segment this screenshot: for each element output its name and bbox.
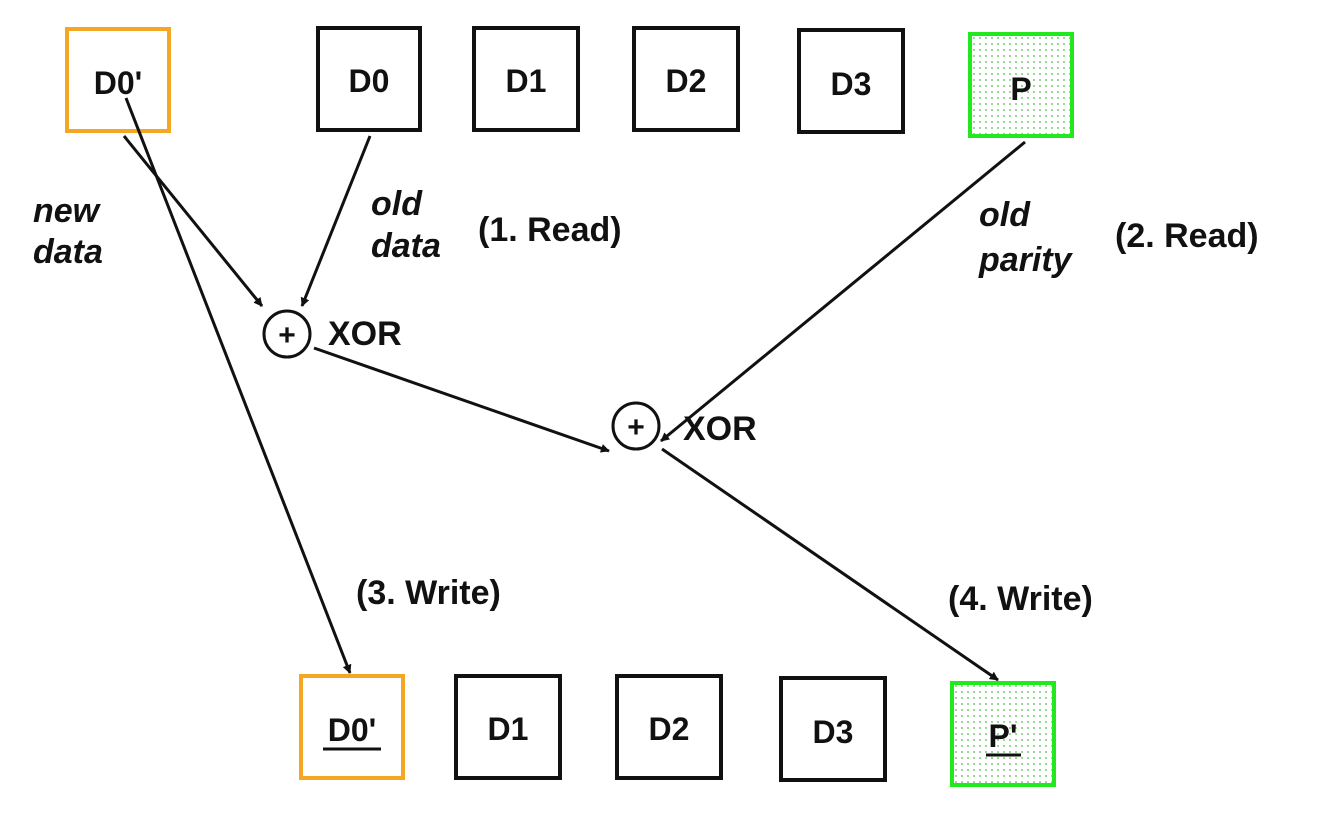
xor-node-2: + XOR xyxy=(611,401,757,451)
svg-text:old: old xyxy=(371,185,423,223)
svg-text:D0: D0 xyxy=(349,63,390,99)
svg-text:D3: D3 xyxy=(813,714,854,750)
svg-text:D2: D2 xyxy=(666,63,707,99)
arrow-xor2-to-new-parity xyxy=(661,447,999,682)
svg-text:parity: parity xyxy=(978,241,1074,279)
svg-text:D1: D1 xyxy=(488,711,529,747)
svg-text:D1: D1 xyxy=(506,63,547,99)
xor-label-1: XOR xyxy=(328,315,402,353)
svg-text:D3: D3 xyxy=(831,66,872,102)
svg-text:D0': D0' xyxy=(94,65,143,101)
top-block-d3: D3 xyxy=(797,28,905,134)
bottom-block-parity: P' xyxy=(950,681,1056,787)
label-old-data: old data xyxy=(371,185,441,265)
arrow-new-data-to-xor1 xyxy=(122,135,264,307)
svg-text:P': P' xyxy=(989,718,1018,754)
top-block-d1: D1 xyxy=(472,26,580,132)
label-new-data: new data xyxy=(33,192,103,271)
bottom-block-d2: D2 xyxy=(615,674,723,780)
svg-text:new: new xyxy=(33,192,102,230)
label-step1-read: (1. Read) xyxy=(478,211,622,249)
arrow-xor1-to-xor2 xyxy=(313,346,610,453)
svg-text:data: data xyxy=(33,233,103,271)
svg-text:data: data xyxy=(371,227,441,265)
xor-label-2: XOR xyxy=(683,410,757,448)
label-step4-write: (4. Write) xyxy=(948,580,1093,618)
svg-text:+: + xyxy=(627,411,645,444)
arrow-new-data-write xyxy=(124,97,352,674)
label-step3-write: (3. Write) xyxy=(356,574,501,612)
top-block-d0: D0 xyxy=(316,26,422,132)
arrow-old-data-to-xor1 xyxy=(300,135,372,307)
svg-text:D2: D2 xyxy=(649,711,690,747)
svg-text:D0': D0' xyxy=(328,712,377,748)
top-block-new-data: D0' xyxy=(65,27,171,133)
svg-text:+: + xyxy=(278,319,296,352)
label-old-parity: old parity xyxy=(978,196,1074,279)
bottom-block-d1: D1 xyxy=(454,674,562,780)
svg-text:old: old xyxy=(979,196,1031,234)
arrow-old-parity-to-xor2 xyxy=(660,140,1026,443)
xor-node-1: + XOR xyxy=(262,309,402,359)
top-block-d2: D2 xyxy=(632,26,740,132)
label-step2-read: (2. Read) xyxy=(1115,217,1259,255)
bottom-block-d3: D3 xyxy=(779,676,887,782)
bottom-block-new-data: D0' xyxy=(299,674,405,780)
svg-text:P: P xyxy=(1010,71,1031,107)
top-block-parity: P xyxy=(968,32,1074,138)
